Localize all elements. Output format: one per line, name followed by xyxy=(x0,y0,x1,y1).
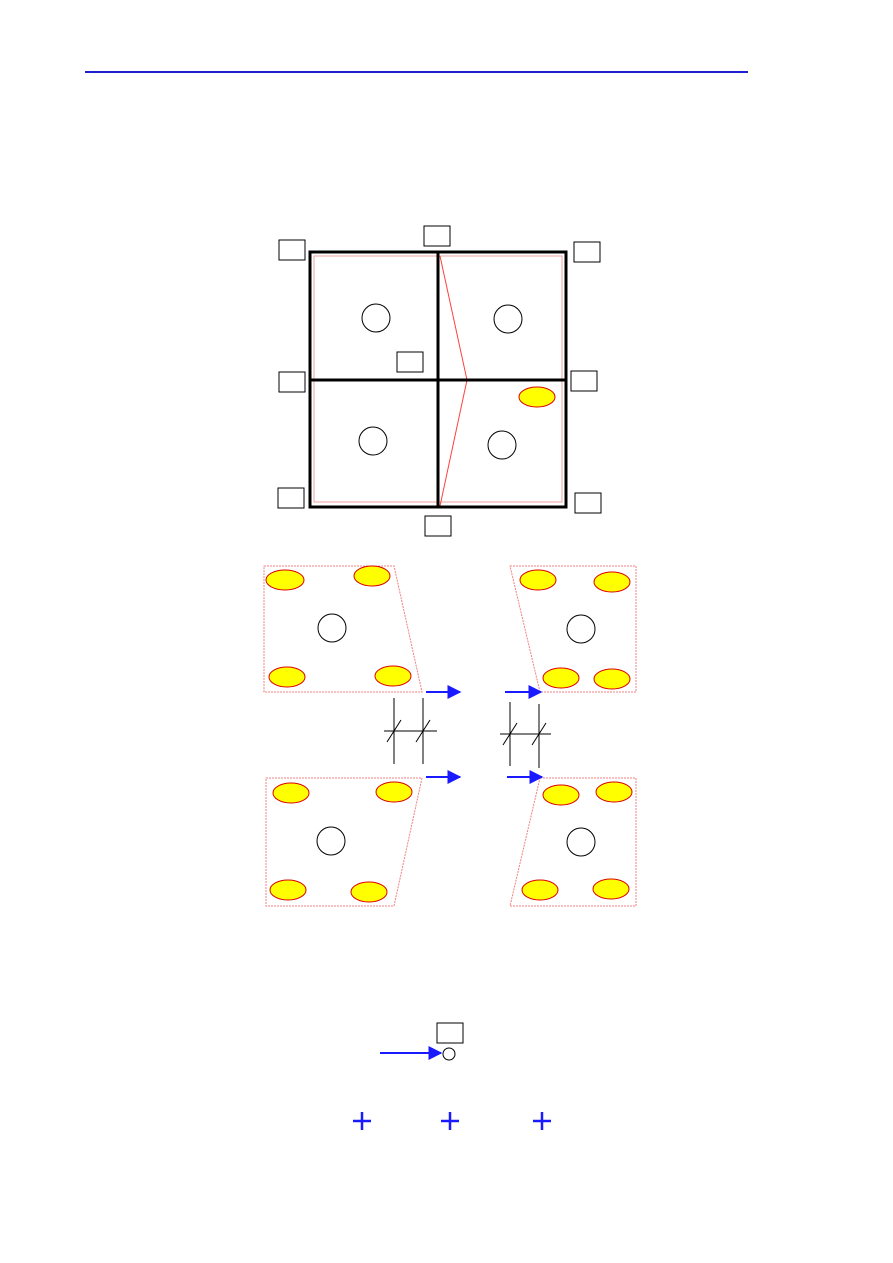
piece-tr-ellipse-1 xyxy=(519,569,557,591)
piece-br-circle xyxy=(566,827,596,857)
exploded-figure xyxy=(263,565,637,907)
grid-yellow-ellipse xyxy=(518,386,556,408)
piece-bl-ellipse-2 xyxy=(375,781,413,803)
piece-tl-circle xyxy=(317,613,347,643)
hatch-symbol-left xyxy=(384,698,437,764)
piece-bl-ellipse-4 xyxy=(350,881,388,903)
legend-area xyxy=(353,1022,551,1130)
piece-tr-ellipse-3 xyxy=(542,667,580,689)
label-box-top-left xyxy=(278,239,306,261)
piece-br-ellipse-4 xyxy=(592,878,630,900)
hatch-symbol-right xyxy=(500,702,551,768)
piece-tr-ellipse-4 xyxy=(593,668,631,690)
label-box-top-right xyxy=(573,241,601,263)
piece-br-ellipse-1 xyxy=(542,784,580,806)
piece-top-right xyxy=(509,565,637,693)
label-box-middle-left xyxy=(278,371,306,393)
label-box-top-center xyxy=(423,225,451,247)
piece-tr-ellipse-2 xyxy=(593,571,631,593)
grid-circle-bottom-right xyxy=(487,430,517,460)
grid-circle-bottom-left xyxy=(358,426,388,456)
plus-icon xyxy=(353,1112,371,1130)
piece-tl-ellipse-4 xyxy=(374,665,412,687)
piece-top-left xyxy=(263,565,423,693)
piece-tl-ellipse-2 xyxy=(353,565,391,587)
piece-tr-circle xyxy=(566,614,596,644)
plus-icon xyxy=(441,1112,459,1130)
label-box-bottom-left xyxy=(277,487,305,509)
piece-bl-ellipse-1 xyxy=(272,782,310,804)
plus-icon xyxy=(533,1112,551,1130)
label-box-bottom-right xyxy=(574,492,602,514)
label-box-bottom-center xyxy=(424,515,452,537)
piece-bl-ellipse-3 xyxy=(269,879,307,901)
piece-tl-ellipse-1 xyxy=(265,569,305,591)
label-box-center xyxy=(396,351,424,373)
grid-circle-top-left xyxy=(361,303,391,333)
legend-small-circle xyxy=(442,1047,456,1061)
legend-label-box xyxy=(436,1022,464,1044)
label-box-middle-right xyxy=(570,370,598,392)
piece-br-ellipse-3 xyxy=(521,879,559,901)
piece-bottom-right xyxy=(509,777,637,907)
piece-tl-ellipse-3 xyxy=(268,666,306,688)
piece-bottom-left xyxy=(265,777,423,907)
piece-bl-circle xyxy=(316,826,346,856)
grid-figure xyxy=(277,225,602,537)
grid-circle-top-right xyxy=(493,304,523,334)
piece-br-ellipse-2 xyxy=(595,781,633,803)
